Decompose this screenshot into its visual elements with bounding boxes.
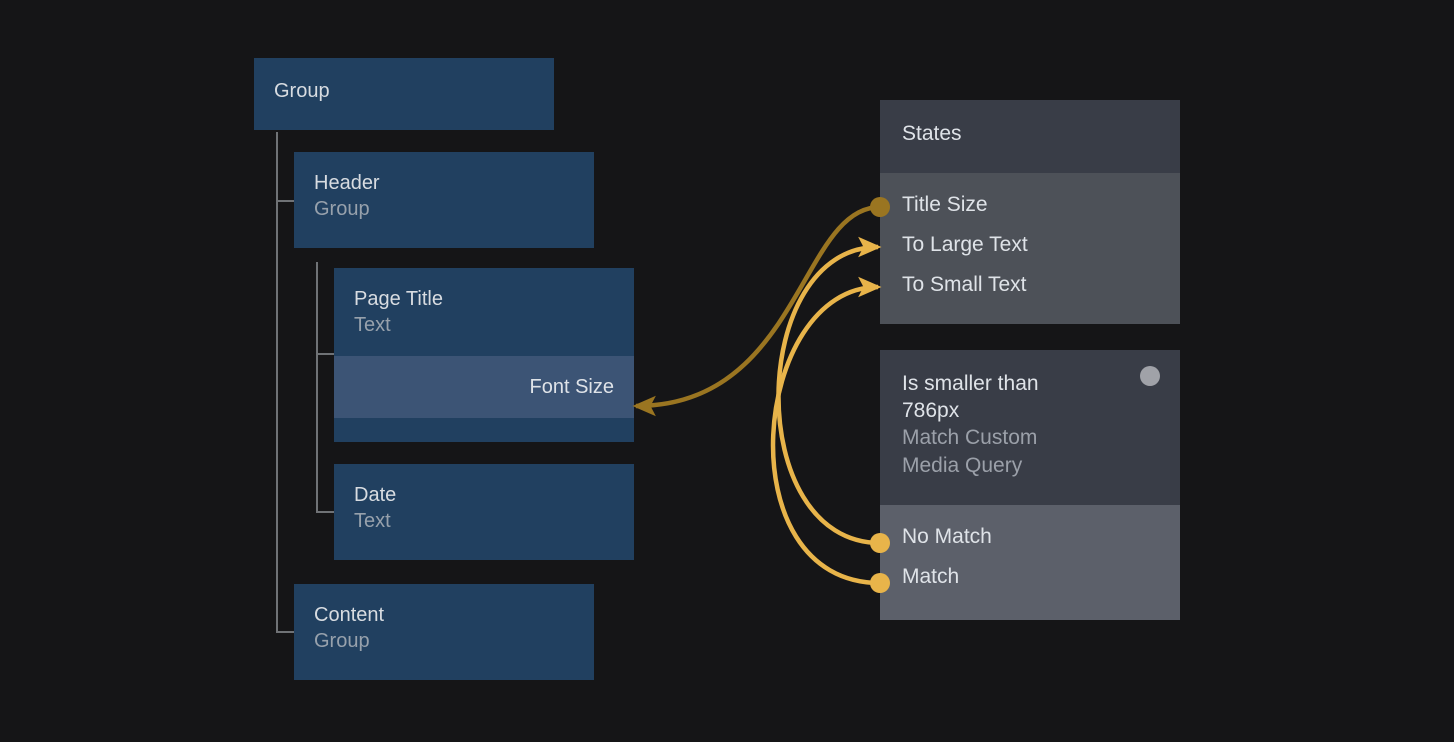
port-to-small-text[interactable]: To Small Text	[880, 265, 1180, 305]
tree-line-stub-header	[276, 200, 294, 202]
port-label: To Large Text	[902, 233, 1028, 256]
states-panel[interactable]: States Title Size To Large Text To Small…	[880, 100, 1180, 324]
node-property-font-size[interactable]: Font Size	[334, 356, 634, 418]
node-date[interactable]: Date Text	[334, 464, 634, 560]
media-query-panel-body: No Match Match	[880, 505, 1180, 620]
node-title: Content	[314, 604, 385, 626]
node-content-body: Content Group	[294, 584, 594, 672]
port-label: Match	[902, 565, 960, 588]
edge-title-size-to-font-size	[632, 204, 881, 417]
port-no-match[interactable]: No Match	[880, 517, 1180, 557]
port-label: To Small Text	[902, 273, 1027, 296]
node-group-root[interactable]: Group	[254, 58, 554, 130]
states-panel-title: States	[902, 122, 962, 145]
node-subtitle: Group	[314, 630, 370, 652]
edge-no-match-to-large-text	[776, 236, 882, 546]
tree-line-root-vertical	[276, 132, 278, 632]
node-content[interactable]: Content Group	[294, 584, 594, 680]
node-group-root-body: Group	[254, 58, 554, 126]
status-indicator-icon	[1140, 366, 1160, 386]
states-panel-body: Title Size To Large Text To Small Text	[880, 173, 1180, 324]
node-subtitle: Group	[314, 198, 370, 220]
node-page-title-body: Page Title Text	[334, 268, 634, 356]
node-header-body: Header Group	[294, 152, 594, 240]
port-label: No Match	[902, 525, 992, 548]
tree-line-stub-date	[316, 511, 334, 513]
edge-match-to-small-text	[770, 276, 882, 586]
node-header[interactable]: Header Group	[294, 152, 594, 248]
node-title: Header	[314, 172, 380, 194]
states-panel-header: States	[880, 100, 1180, 173]
node-title: Group	[274, 80, 330, 102]
node-subtitle: Text	[354, 510, 391, 532]
media-query-panel[interactable]: Is smaller than 786px Match Custom Media…	[880, 350, 1180, 620]
port-label: Title Size	[902, 193, 988, 216]
node-subtitle: Text	[354, 314, 391, 336]
node-date-body: Date Text	[334, 464, 634, 552]
node-title: Page Title	[354, 288, 443, 310]
port-match[interactable]: Match	[880, 557, 1180, 597]
tree-line-stub-page-title	[316, 353, 334, 355]
port-to-large-text[interactable]: To Large Text	[880, 225, 1180, 265]
tree-line-stub-content	[276, 631, 294, 633]
media-query-panel-title: Is smaller than 786px	[902, 372, 1039, 422]
media-query-panel-subtitle: Match Custom Media Query	[902, 426, 1038, 477]
node-page-title[interactable]: Page Title Text Font Size	[334, 268, 634, 442]
media-query-panel-header: Is smaller than 786px Match Custom Media…	[880, 350, 1180, 505]
port-title-size[interactable]: Title Size	[880, 185, 1180, 225]
tree-line-header-vertical	[316, 262, 318, 512]
node-title: Date	[354, 484, 397, 506]
